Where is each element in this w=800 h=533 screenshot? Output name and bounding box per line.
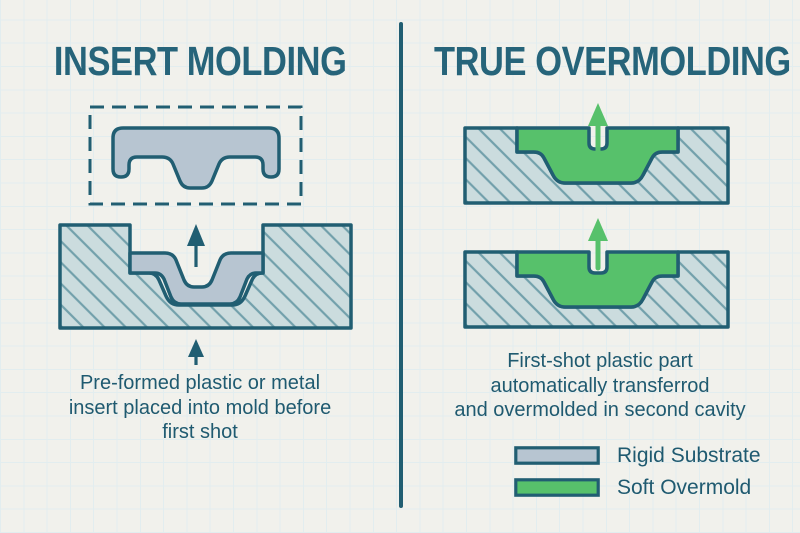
- insert-molding-caption: Pre-formed plastic or metal insert place…: [0, 371, 400, 445]
- left-panel-title-text: INSERT MOLDING: [53, 38, 347, 84]
- overmold-cavity-lower: [463, 250, 730, 329]
- true-overmolding-diagram: [463, 103, 730, 329]
- legend: Rigid Substrate Soft Overmold: [514, 443, 761, 510]
- eject-arrow-upper-icon: [588, 103, 608, 154]
- caption-line: First-shot plastic part: [507, 350, 693, 372]
- insert-in-cavity: [128, 251, 265, 306]
- cavity-up-arrow-icon: [187, 224, 205, 267]
- overmolded-part-upper: [515, 126, 680, 185]
- rigid-substrate-swatch: [514, 446, 600, 465]
- insert-placement-arrow-icon: [188, 339, 204, 365]
- caption-line: automatically transferrod: [490, 374, 710, 397]
- caption-line: first shot: [162, 421, 238, 443]
- caption-line: and overmolded in second cavity: [454, 399, 746, 421]
- insert-molding-diagram: [58, 105, 353, 365]
- overmold-cavity-upper: [463, 126, 730, 205]
- legend-item-rigid-substrate: Rigid Substrate: [514, 443, 761, 467]
- panel-divider: [399, 22, 403, 508]
- legend-item-soft-overmold: Soft Overmold: [514, 475, 761, 499]
- caption-line: insert placed into mold before: [68, 396, 332, 419]
- insert-mold-block: [58, 223, 353, 330]
- overmolded-part-lower: [515, 250, 680, 309]
- right-panel-title-text: TRUE OVERMOLDING: [433, 38, 791, 84]
- rigid-insert-part: [111, 126, 281, 190]
- legend-label: Soft Overmold: [617, 475, 752, 499]
- soft-overmold-swatch: [514, 478, 600, 497]
- true-overmolding-caption: First-shot plastic part automatically tr…: [400, 349, 800, 423]
- eject-arrow-lower-icon: [588, 218, 608, 271]
- caption-line: Pre-formed plastic or metal: [79, 372, 321, 394]
- right-panel-title: TRUE OVERMOLDING: [400, 38, 800, 85]
- left-panel-title: INSERT MOLDING: [0, 38, 400, 85]
- legend-label: Rigid Substrate: [617, 443, 761, 467]
